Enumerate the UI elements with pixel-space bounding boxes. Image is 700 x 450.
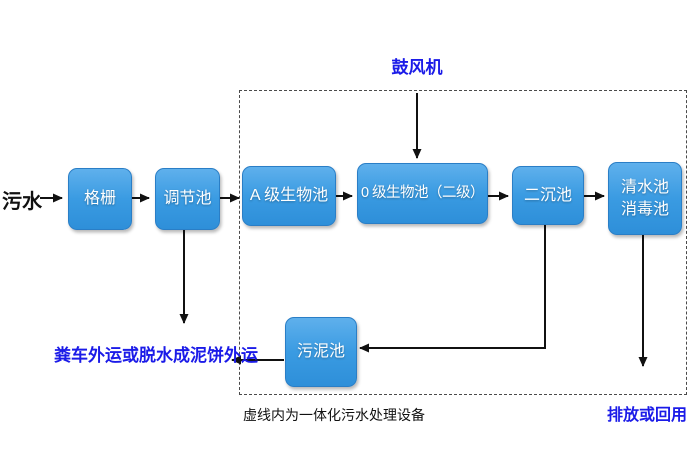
node-a-bio-tank-label: A 级生物池 [249,187,329,205]
equipment-note-label: 虚线内为一体化污水处理设备 [243,407,425,423]
node-grid: 格栅 [68,168,132,230]
node-o-bio-tank: 0 级生物池（二级） [357,163,488,224]
discharge-reuse-label: 排放或回用 [607,407,688,424]
node-o-bio-tank-label: 0 级生物池（二级） [360,184,485,201]
influent-label: 污水 [2,191,42,213]
node-secondary-sedimentation-tank: 二沉池 [512,166,584,225]
blower-label: 鼓风机 [391,58,443,77]
node-regulating-tank: 调节池 [155,168,220,230]
node-grid-label: 格栅 [83,190,116,208]
node-secondary-sedimentation-tank-label: 二沉池 [523,186,572,204]
node-sludge-tank-label: 污泥池 [296,343,345,361]
sludge-disposal-label: 粪车外运或脱水成泥饼外运 [54,346,258,365]
node-sludge-tank: 污泥池 [285,317,357,387]
node-disinfection-label: 消毒池 [620,200,669,218]
node-clear-water-disinfection-tank: 清水池 消毒池 [608,162,682,235]
node-regulating-tank-label: 调节池 [163,190,212,208]
node-clear-water-label: 清水池 [620,178,669,196]
integrated-equipment-dashed-boundary [239,90,687,395]
node-a-bio-tank: A 级生物池 [242,166,336,226]
